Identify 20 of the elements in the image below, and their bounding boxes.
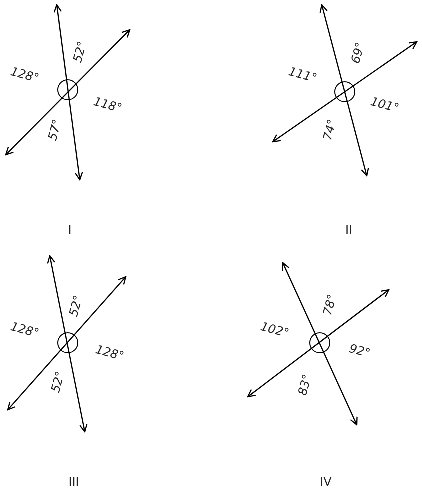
angle-label: 128°	[9, 320, 41, 340]
angle-label: 102°	[259, 320, 291, 340]
angle-label: 78°	[321, 293, 339, 317]
angle-label: 128°	[94, 343, 126, 363]
angle-label: 57°	[46, 118, 64, 142]
figure-numeral: I	[68, 224, 72, 236]
angle-label: 74°	[321, 118, 339, 142]
angle-label: 111°	[287, 65, 319, 85]
angle-label: 92°	[348, 342, 372, 360]
angle-label: 52°	[49, 370, 67, 394]
angle-label: 52°	[71, 40, 89, 64]
figure-numeral: III	[68, 476, 80, 488]
figure-numeral: IV	[320, 476, 332, 488]
angle-label: 101°	[369, 95, 401, 115]
angle-label: 118°	[92, 95, 124, 115]
angle-label: 69°	[349, 41, 367, 65]
angle-label: 52°	[67, 294, 85, 318]
angle-label: 83°	[296, 373, 314, 397]
figure-numeral: II	[345, 224, 353, 236]
angle-label: 128°	[9, 65, 41, 85]
